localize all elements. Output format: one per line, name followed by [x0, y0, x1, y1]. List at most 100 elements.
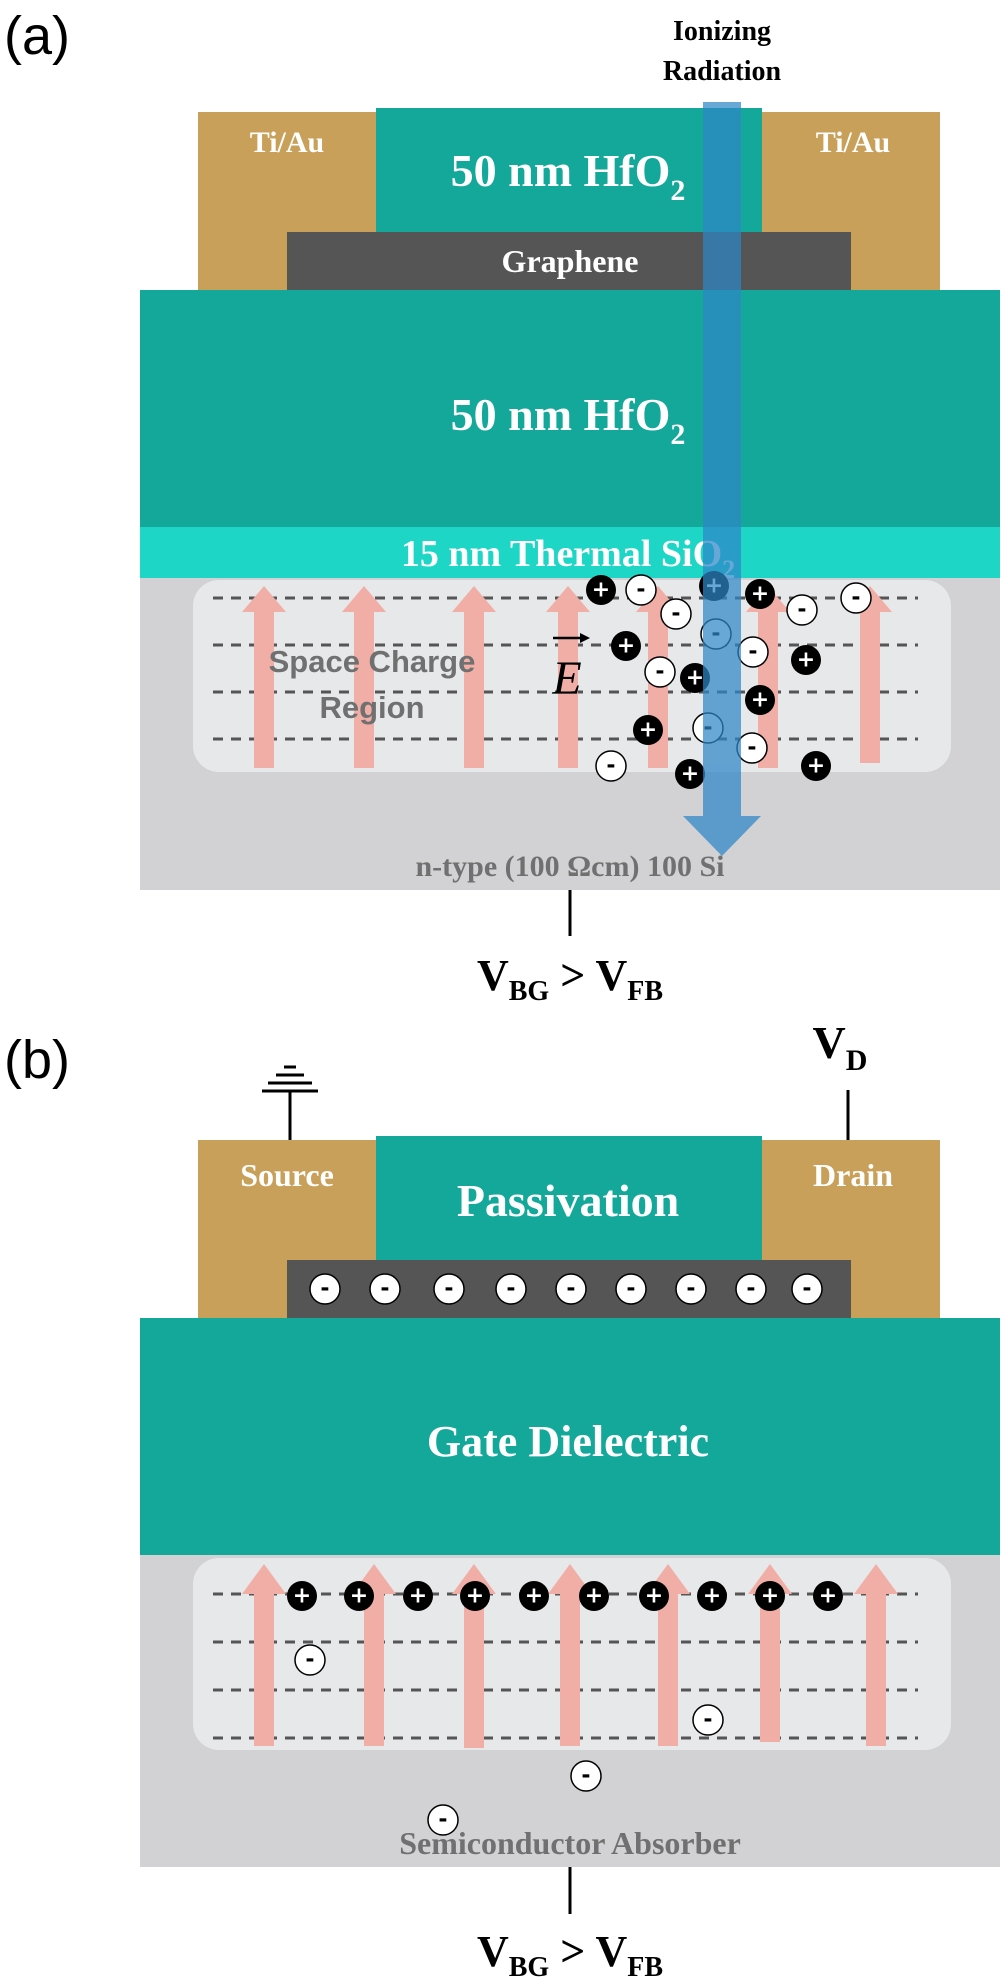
field-arrow	[546, 586, 590, 768]
electron: -	[735, 1273, 767, 1305]
svg-text:+: +	[819, 1584, 837, 1609]
back-gate-bias-a: VBG > VFB	[477, 951, 663, 1007]
svg-text:-: -	[626, 1277, 635, 1302]
electron: -	[625, 574, 657, 606]
svg-text:+: +	[525, 1584, 543, 1609]
electron: -	[786, 594, 818, 626]
thermal-sio2-label: 15 nm Thermal SiO2	[401, 533, 735, 584]
source-label: Source	[240, 1157, 334, 1193]
electron: -	[660, 598, 692, 630]
svg-text:-: -	[797, 598, 806, 623]
svg-text:-: -	[380, 1277, 389, 1302]
panel-a-label: (a)	[4, 6, 70, 66]
substrate-label: n-type (100 Ωcm) 100 Si	[416, 850, 725, 883]
hole: +	[633, 715, 663, 745]
hole: +	[745, 685, 775, 715]
hole: +	[611, 631, 641, 661]
svg-text:-: -	[655, 660, 664, 685]
hole: +	[791, 645, 821, 675]
panel-b-label: (b)	[4, 1030, 70, 1090]
hole: +	[344, 1581, 374, 1611]
field-arrow	[242, 1564, 286, 1746]
hole: +	[755, 1581, 785, 1611]
svg-text:+: +	[350, 1584, 368, 1609]
electron: -	[309, 1273, 341, 1305]
field-arrow	[452, 586, 496, 768]
contact-right-label: Ti/Au	[816, 126, 891, 159]
svg-text:+: +	[797, 648, 815, 673]
field-arrow	[242, 586, 286, 768]
panel-b: (b) VD	[4, 1017, 1000, 1981]
space-charge-label-line1: Space Charge	[269, 644, 476, 679]
space-charge-label-line2: Region	[319, 690, 424, 725]
hole: +	[403, 1581, 433, 1611]
svg-text:+: +	[681, 762, 699, 787]
electron: -	[737, 636, 769, 668]
hole: +	[586, 575, 616, 605]
svg-text:+: +	[585, 1584, 603, 1609]
svg-text:+: +	[617, 634, 635, 659]
electron: -	[427, 1804, 459, 1836]
svg-text:-: -	[606, 754, 615, 779]
svg-text:-: -	[320, 1277, 329, 1302]
electron: -	[570, 1760, 602, 1792]
svg-text:-: -	[506, 1277, 515, 1302]
electron: -	[615, 1273, 647, 1305]
hole: +	[460, 1581, 490, 1611]
hole: +	[680, 663, 710, 693]
electron: -	[791, 1273, 823, 1305]
svg-text:-: -	[747, 736, 756, 761]
hole: +	[639, 1581, 669, 1611]
svg-text:-: -	[802, 1277, 811, 1302]
passivation-label: Passivation	[457, 1175, 679, 1226]
svg-text:-: -	[581, 1764, 590, 1789]
dashed-lines-a	[213, 596, 918, 741]
svg-text:+: +	[639, 718, 657, 743]
svg-text:-: -	[851, 586, 860, 611]
panel-a: (a)	[4, 6, 1000, 1007]
passivation-layer	[376, 1136, 762, 1260]
ionizing-radiation-arrow	[683, 102, 761, 856]
svg-text:+: +	[645, 1584, 663, 1609]
hole: +	[801, 751, 831, 781]
top-hfo2-label: 50 nm HfO2	[451, 145, 686, 207]
back-gate-bias-b: VBG > VFB	[477, 1927, 663, 1981]
gate-hfo2-layer	[140, 290, 1000, 527]
electron: -	[495, 1273, 527, 1305]
drain-label: Drain	[813, 1157, 893, 1193]
electron: -	[555, 1273, 587, 1305]
svg-text:-: -	[444, 1277, 453, 1302]
svg-text:+: +	[466, 1584, 484, 1609]
svg-text:-: -	[438, 1808, 447, 1833]
electric-field-symbol: E	[551, 633, 590, 705]
svg-text:-: -	[703, 1708, 712, 1733]
electron: -	[433, 1273, 465, 1305]
ground-icon	[262, 1065, 318, 1140]
absorber-label: Semiconductor Absorber	[399, 1825, 741, 1861]
thermal-sio2-layer	[140, 527, 1000, 578]
electron: -	[736, 732, 768, 764]
field-arrows-b	[242, 1564, 898, 1748]
svg-text:+: +	[761, 1584, 779, 1609]
svg-text:-: -	[686, 1277, 695, 1302]
svg-text:-: -	[671, 602, 680, 627]
top-hfo2-layer	[376, 108, 762, 232]
svg-text:+: +	[807, 754, 825, 779]
graphene-label: Graphene	[502, 243, 639, 279]
radiation-label-line2: Radiation	[663, 56, 782, 87]
svg-text:-: -	[746, 1277, 755, 1302]
graphene-electrons: - - - - - - - - -	[309, 1273, 823, 1305]
field-arrows-a	[242, 586, 892, 768]
contact-left-label: Ti/Au	[250, 126, 325, 159]
charges-a: + - + + - - - + - - + - + + + - - - + +	[586, 571, 872, 789]
electron: -	[369, 1273, 401, 1305]
hole: +	[675, 759, 705, 789]
svg-text:-: -	[566, 1277, 575, 1302]
svg-text:+: +	[592, 578, 610, 603]
electron: -	[692, 1704, 724, 1736]
svg-text:+: +	[686, 666, 704, 691]
svg-text:+: +	[293, 1584, 311, 1609]
svg-text:-: -	[305, 1648, 314, 1673]
gate-dielectric-label: Gate Dielectric	[427, 1417, 709, 1466]
